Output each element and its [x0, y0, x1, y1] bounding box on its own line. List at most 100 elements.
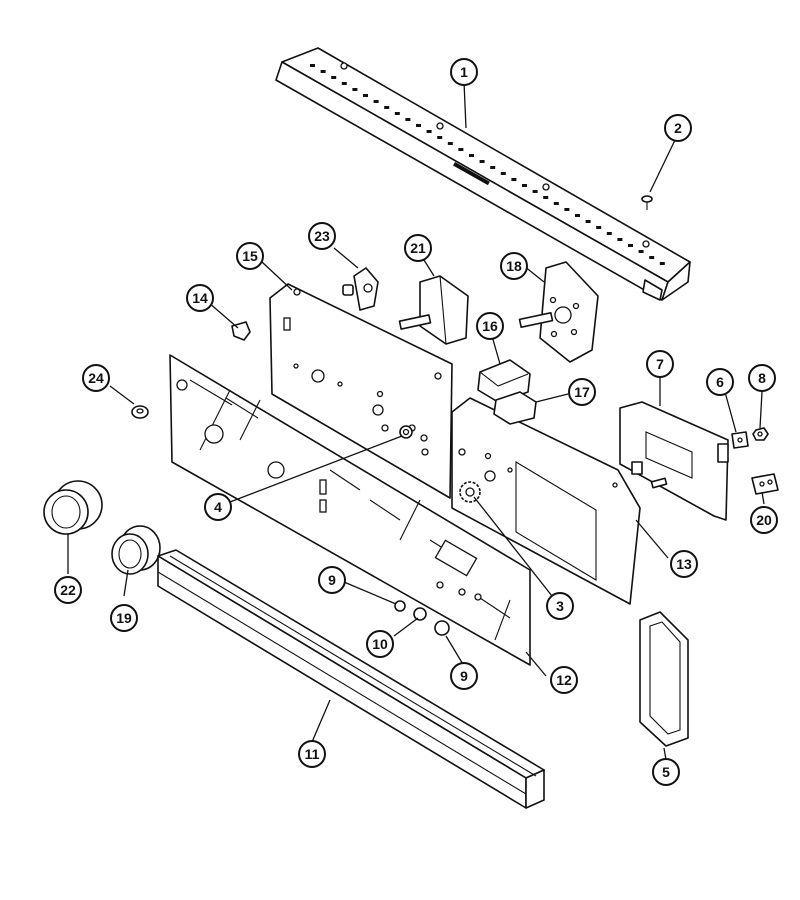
part-screw — [641, 195, 653, 210]
callout-19: 19 — [110, 604, 138, 632]
svg-text:9: 9 — [328, 572, 336, 588]
callout-5: 5 — [652, 758, 680, 786]
callout-2: 2 — [664, 114, 692, 142]
callout-22: 22 — [54, 576, 82, 604]
svg-text:15: 15 — [242, 248, 258, 264]
svg-text:19: 19 — [116, 610, 132, 626]
part-bushing — [399, 425, 413, 439]
svg-text:16: 16 — [482, 318, 498, 334]
callout-7: 7 — [646, 350, 674, 378]
part-nut — [752, 427, 769, 441]
callout-11: 11 — [298, 740, 326, 768]
svg-text:18: 18 — [506, 258, 522, 274]
callout-13: 13 — [670, 550, 698, 578]
svg-text:11: 11 — [305, 746, 320, 762]
svg-text:12: 12 — [556, 672, 572, 688]
callout-4: 4 — [204, 493, 232, 521]
svg-text:6: 6 — [716, 374, 724, 390]
rail-slot — [320, 70, 326, 73]
part-small-switch — [342, 267, 379, 311]
svg-text:5: 5 — [662, 764, 670, 780]
svg-text:9: 9 — [460, 668, 468, 684]
rail-slot — [543, 196, 549, 199]
part-large-knob — [43, 480, 103, 535]
svg-text:24: 24 — [88, 370, 104, 386]
part-front-panel — [169, 354, 531, 666]
rail-slot — [596, 226, 602, 229]
rail-slot — [500, 172, 506, 175]
rail-slot — [575, 214, 580, 217]
part-clip-small — [731, 431, 749, 449]
part-button-9b — [434, 620, 450, 636]
callout-9-lower: 9 — [450, 662, 478, 690]
part-button-9a — [394, 600, 406, 612]
svg-text:7: 7 — [656, 356, 664, 372]
rail-slot — [447, 142, 453, 145]
callout-14: 14 — [186, 284, 214, 312]
callout-24: 24 — [82, 364, 110, 392]
callout-20: 20 — [750, 506, 778, 534]
rail-slot — [458, 148, 464, 151]
rail-slot — [532, 190, 538, 193]
rail-slot — [479, 160, 485, 163]
callout-3: 3 — [546, 592, 574, 620]
svg-text:8: 8 — [758, 370, 766, 386]
leader-lines — [67, 81, 765, 761]
part-gear — [459, 481, 481, 503]
part-grommet — [131, 405, 149, 419]
rail-slot — [490, 166, 496, 169]
svg-text:20: 20 — [756, 512, 772, 528]
part-knob — [111, 525, 161, 575]
svg-text:22: 22 — [60, 582, 76, 598]
rail-slot — [426, 130, 432, 133]
callout-15: 15 — [236, 242, 264, 270]
svg-text:13: 13 — [676, 556, 692, 572]
svg-text:23: 23 — [314, 228, 330, 244]
callout-17: 17 — [568, 378, 596, 406]
callout-23: 23 — [308, 222, 336, 250]
rail-slot — [437, 136, 443, 139]
part-rear-panel — [269, 283, 453, 499]
rail-slot — [416, 124, 421, 127]
svg-text:17: 17 — [574, 384, 590, 400]
svg-text:14: 14 — [192, 290, 208, 306]
svg-text:2: 2 — [674, 120, 682, 136]
rail-slot — [617, 238, 623, 241]
rail-slot — [522, 184, 527, 187]
rail-slot — [384, 106, 390, 109]
part-button-10 — [413, 607, 427, 621]
rail-slot — [628, 244, 633, 247]
part-right-panel — [451, 397, 641, 605]
callout-18: 18 — [500, 252, 528, 280]
rail-slot — [564, 208, 570, 211]
callout-9-upper: 9 — [318, 566, 346, 594]
svg-text:3: 3 — [556, 598, 564, 614]
svg-text:10: 10 — [372, 636, 388, 652]
rail-slot — [606, 232, 612, 235]
part-switch — [493, 391, 537, 425]
rail-slot — [310, 64, 315, 67]
rail-slot — [553, 202, 559, 205]
part-timer — [518, 261, 599, 363]
svg-text:1: 1 — [460, 64, 468, 80]
rail-slot — [638, 250, 644, 253]
rail-slot — [363, 94, 368, 97]
callout-21: 21 — [404, 234, 432, 262]
rail-slot — [469, 154, 474, 157]
rail-slot — [659, 262, 665, 265]
svg-text:21: 21 — [410, 240, 426, 256]
part-top-rail — [275, 47, 691, 301]
callouts: 1 2 3 4 5 6 7 8 9 9 10 11 12 13 14 15 16… — [54, 58, 778, 786]
rail-slot — [405, 118, 411, 121]
callout-1: 1 — [450, 58, 478, 86]
part-rocker-switch — [477, 359, 531, 403]
rail-slot — [341, 82, 347, 85]
part-rotary-switch — [398, 275, 469, 345]
part-bracket — [751, 473, 779, 495]
part-bottom-rail — [157, 549, 545, 809]
callout-16: 16 — [476, 312, 504, 340]
rail-slot — [511, 178, 517, 181]
part-display-board — [619, 401, 729, 521]
callout-8: 8 — [748, 364, 776, 392]
